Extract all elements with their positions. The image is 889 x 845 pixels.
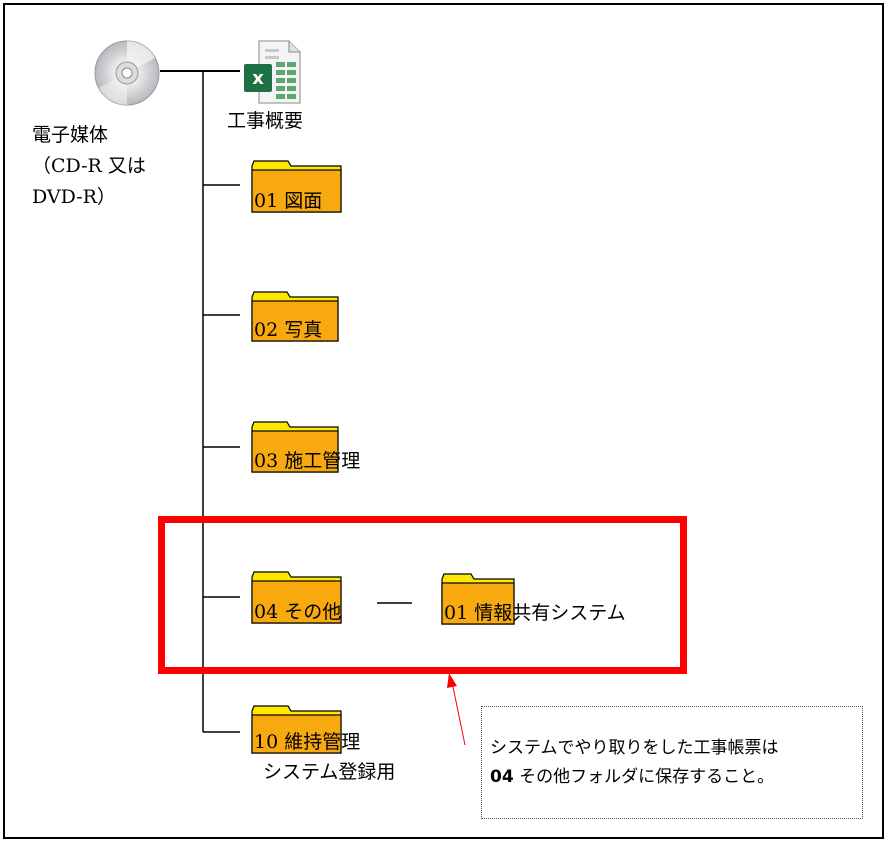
- folder-label: 02 写真: [254, 319, 323, 341]
- subfolder-01-jouhou-kyouyuu[interactable]: 01 情報共有システム: [440, 573, 626, 626]
- source-label-line2: （CD-R 又は: [32, 155, 146, 177]
- note-line2-text: その他フォルダに保存すること。: [513, 767, 775, 787]
- folder-icon: [251, 291, 339, 342]
- folder-label: 04 その他: [254, 601, 342, 623]
- folder-icon: [441, 573, 515, 625]
- folder-label: 01 図面: [254, 190, 323, 212]
- folder-icon: [251, 160, 342, 213]
- note-line2: 04 その他フォルダに保存すること。: [490, 769, 774, 786]
- folder-03-sekou-kanri[interactable]: 03 施工管理: [250, 421, 360, 474]
- excel-label: 工事概要: [227, 110, 304, 132]
- highlight-box: [158, 516, 687, 674]
- folder-icon: [251, 421, 339, 473]
- note-folder-number: 04: [490, 767, 514, 787]
- svg-text:x: x: [252, 68, 264, 89]
- folder-icon: [251, 705, 342, 754]
- source-label-line3: DVD-R）: [32, 186, 116, 208]
- folder-01-zumen[interactable]: 01 図面: [250, 160, 343, 214]
- folder-label: 10 維持管理: [254, 731, 361, 753]
- note-line1: システムでやり取りをした工事帳票は: [490, 738, 779, 758]
- folder-04-sonota[interactable]: 04 その他: [250, 571, 343, 625]
- cd-disc-icon: [94, 40, 160, 106]
- source-label-line1: 電子媒体: [32, 124, 109, 146]
- diagram-frame: [3, 3, 884, 839]
- folder-10-label-line2: システム登録用: [263, 761, 396, 783]
- folder-10-iji-kanri[interactable]: 10 維持管理: [250, 705, 360, 755]
- folder-icon: [251, 571, 342, 624]
- folder-label: 03 施工管理: [254, 450, 361, 472]
- excel-file-icon: x: [244, 40, 301, 104]
- subfolder-label: 01 情報共有システム: [444, 602, 626, 624]
- folder-02-shashin[interactable]: 02 写真: [250, 291, 340, 343]
- note-callout: システムでやり取りをした工事帳票は 04 その他フォルダに保存すること。: [481, 706, 863, 819]
